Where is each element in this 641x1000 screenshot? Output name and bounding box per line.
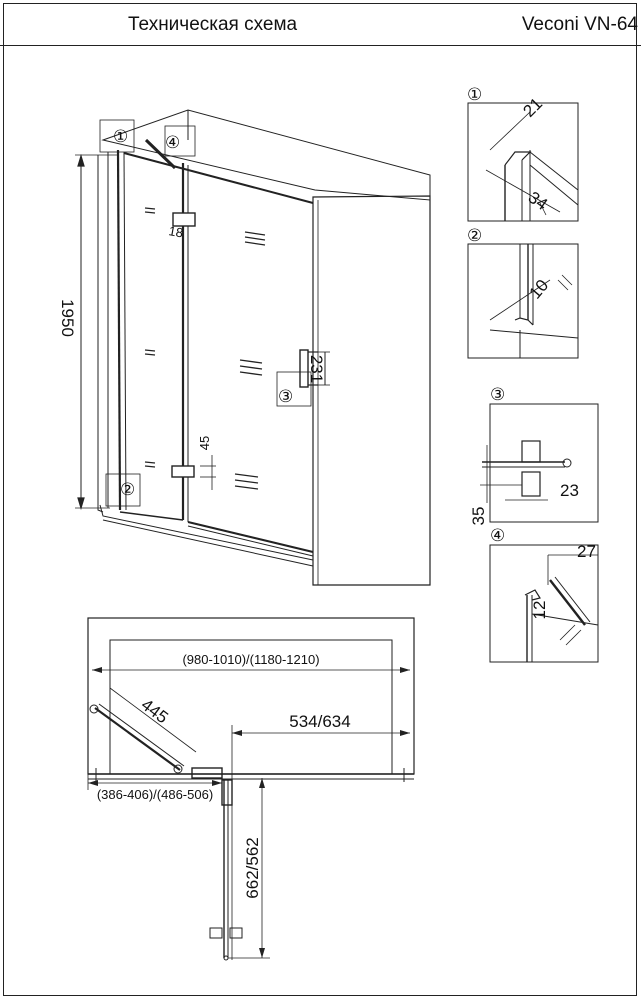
callout-4: ④ xyxy=(165,133,180,152)
detail-1 xyxy=(467,102,579,222)
front-view-labels: 1950 18 231 45 ① ④ ② ③ xyxy=(58,127,326,499)
header-bar: Техническая схема Veconi VN-64 xyxy=(0,0,641,46)
callout-2: ② xyxy=(120,480,135,499)
model-name: Veconi VN-64 xyxy=(521,14,638,35)
total-width-label: (980-1010)/(1180-1210) xyxy=(182,652,319,667)
callout-3: ③ xyxy=(278,387,293,406)
callout-1: ① xyxy=(113,127,128,146)
page-title: Техническая схема xyxy=(128,14,298,35)
detail-3 xyxy=(480,403,599,523)
detail-1-marker: ① xyxy=(467,85,482,104)
detail-1-dim-b: 34 xyxy=(525,188,551,214)
handle-label: 18 xyxy=(167,223,184,240)
detail-4-marker: ④ xyxy=(490,526,505,545)
detail-3-dim-a: 35 xyxy=(469,507,488,526)
height-label: 1950 xyxy=(58,299,77,337)
hinge-offset-label: 45 xyxy=(197,436,212,450)
detail-2-marker: ② xyxy=(467,226,482,245)
bar-label: 231 xyxy=(307,355,326,383)
detail-3-dim-b: 23 xyxy=(560,481,579,500)
detail-4-dim-a: 27 xyxy=(577,542,596,561)
detail-2 xyxy=(467,243,579,359)
right-wall xyxy=(312,195,431,586)
diagonal-label: 445 xyxy=(138,695,172,727)
back-wall xyxy=(101,109,431,201)
detail-1-dim-a: 21 xyxy=(519,94,546,121)
detail-2-dim: 10 xyxy=(526,276,553,303)
left-offset-label: (386-406)/(486-506) xyxy=(97,787,213,802)
swing-depth-label: 662/562 xyxy=(243,837,262,898)
plan-view xyxy=(87,617,415,961)
detail-3-marker: ③ xyxy=(490,385,505,404)
fixed-panel-label: 534/634 xyxy=(289,712,350,731)
detail-4-dim-b: 12 xyxy=(530,601,549,620)
front-view xyxy=(75,109,431,586)
drawing-sheet xyxy=(3,3,637,996)
detail-4 xyxy=(489,544,599,663)
